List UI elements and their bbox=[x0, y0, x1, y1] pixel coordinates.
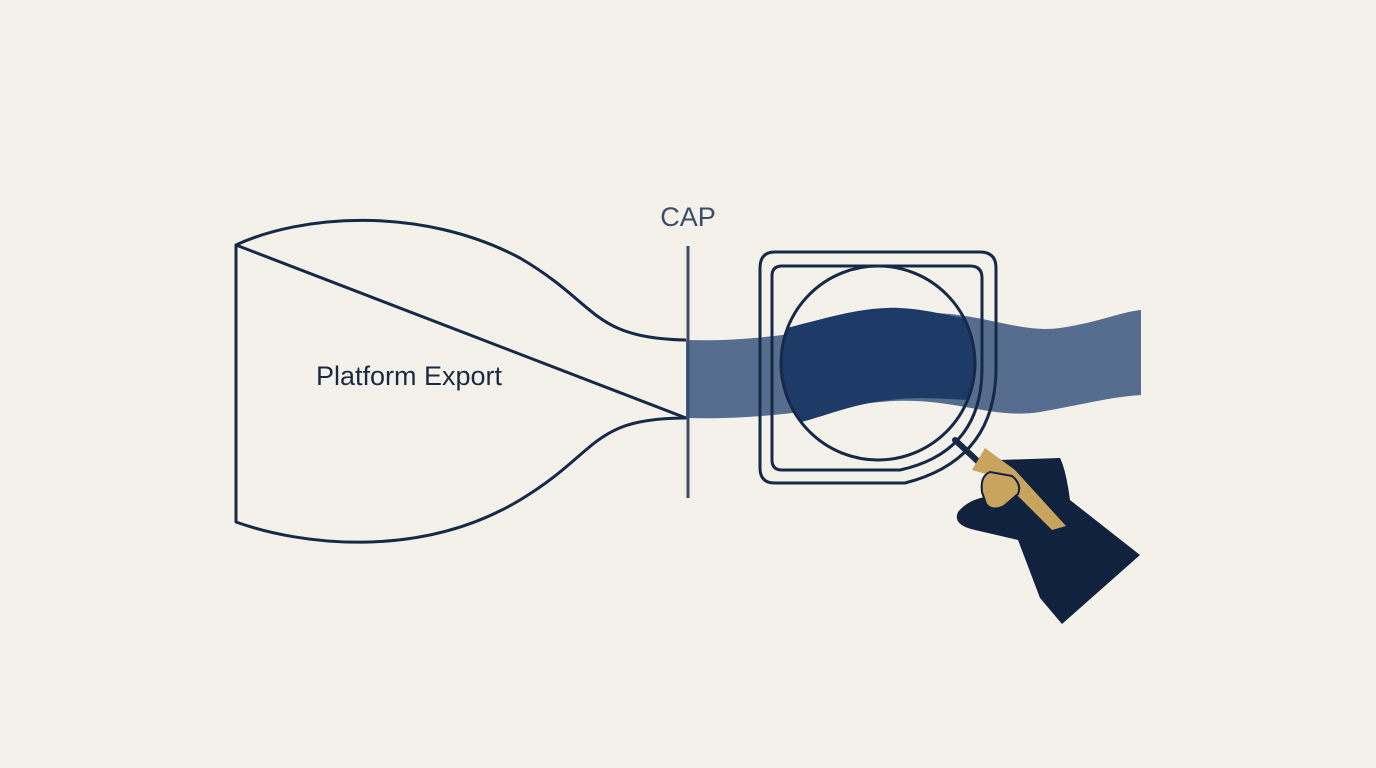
platform-export-funnel bbox=[234, 218, 688, 544]
hand-icon bbox=[956, 448, 1140, 624]
cap-label: CAP bbox=[660, 202, 716, 232]
magnifying-glass-icon bbox=[758, 250, 998, 485]
platform-export-label: Platform Export bbox=[316, 361, 503, 391]
